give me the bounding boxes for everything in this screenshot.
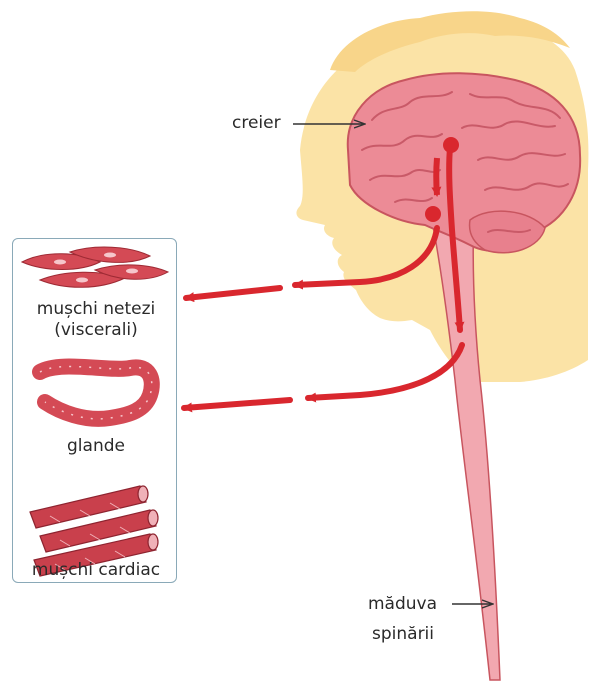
gland-icon [40, 367, 152, 419]
label-cardiac-muscle: mușchi cardiac [32, 560, 160, 581]
label-smooth-muscle: mușchi netezi [37, 299, 155, 320]
smooth-muscle-icon [22, 247, 168, 287]
label-glands: glande [67, 436, 125, 457]
label-brain: creier [232, 113, 281, 134]
label-spinal-cord-sub: spinării [372, 624, 434, 645]
label-smooth-muscle-sub: (viscerali) [54, 320, 138, 341]
label-spinal-cord: măduva [368, 594, 437, 615]
